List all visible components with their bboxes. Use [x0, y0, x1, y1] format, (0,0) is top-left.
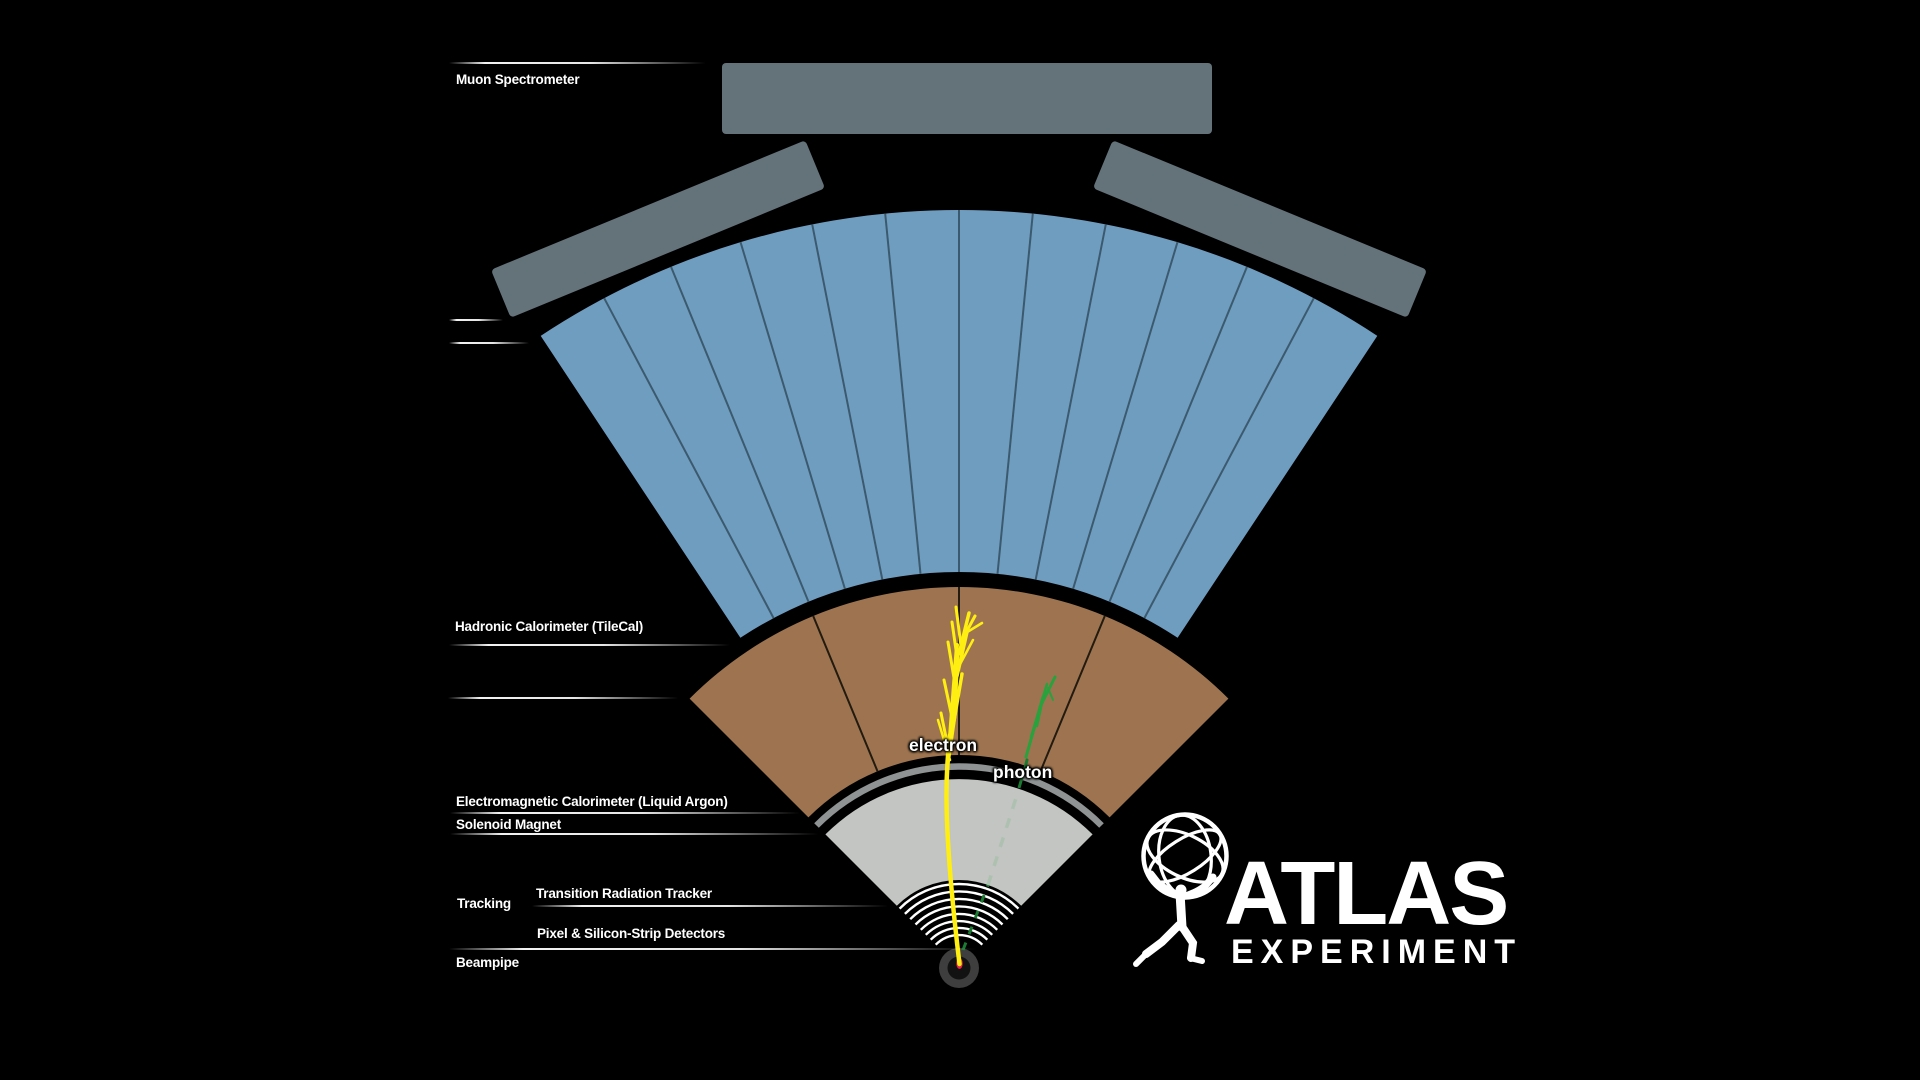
- label-tracking: Tracking: [457, 896, 511, 911]
- muon-chamber-left: [492, 141, 824, 317]
- label-em-calorimeter: Electromagnetic Calorimeter (Liquid Argo…: [456, 794, 728, 809]
- leader-line-trt: [532, 905, 888, 907]
- leader-line-em-calorimeter: [450, 812, 800, 814]
- leader-line-hadronic-lower: [448, 697, 678, 699]
- muon-spectrometer-fan: [540, 210, 1378, 638]
- leader-line-unlabeled-lower: [449, 342, 529, 344]
- trt-arcs: [898, 882, 1020, 946]
- atlas-logo-figure: [1133, 812, 1229, 967]
- muon-chambers: [492, 63, 1426, 317]
- leader-line-muon-spectrometer: [449, 62, 706, 64]
- hadronic-calorimeter-fan: [689, 587, 1229, 818]
- leader-line-hadronic: [449, 644, 730, 646]
- inner-detector-wedge: [825, 779, 1093, 906]
- photon-shower: [1022, 675, 1057, 774]
- muon-chamber-right: [1094, 141, 1426, 317]
- atlas-logo-title: ATLAS: [1224, 844, 1509, 944]
- label-hadronic-calorimeter: Hadronic Calorimeter (TileCal): [455, 619, 644, 634]
- atlas-logo-subtitle: EXPERIMENT: [1231, 933, 1523, 971]
- leader-line-pixel: [449, 948, 977, 950]
- muon-chamber-top: [722, 63, 1212, 134]
- label-trt: Transition Radiation Tracker: [536, 886, 712, 901]
- label-photon: photon: [993, 762, 1053, 782]
- photon-track: [961, 773, 1025, 951]
- atlas-figure-icon: [1133, 870, 1217, 967]
- muon-fan-dividers: [603, 210, 1315, 619]
- label-solenoid-magnet: Solenoid Magnet: [456, 817, 562, 832]
- label-pixel-detectors: Pixel & Silicon-Strip Detectors: [537, 926, 726, 941]
- electron-track: [936, 605, 984, 967]
- leader-line-unlabeled-upper: [449, 319, 503, 321]
- label-beampipe: Beampipe: [456, 955, 519, 970]
- label-electron: electron: [909, 735, 978, 755]
- leader-line-solenoid: [450, 833, 818, 835]
- solenoid-magnet-arc: [814, 763, 1104, 828]
- label-muon-spectrometer: Muon Spectrometer: [456, 72, 580, 87]
